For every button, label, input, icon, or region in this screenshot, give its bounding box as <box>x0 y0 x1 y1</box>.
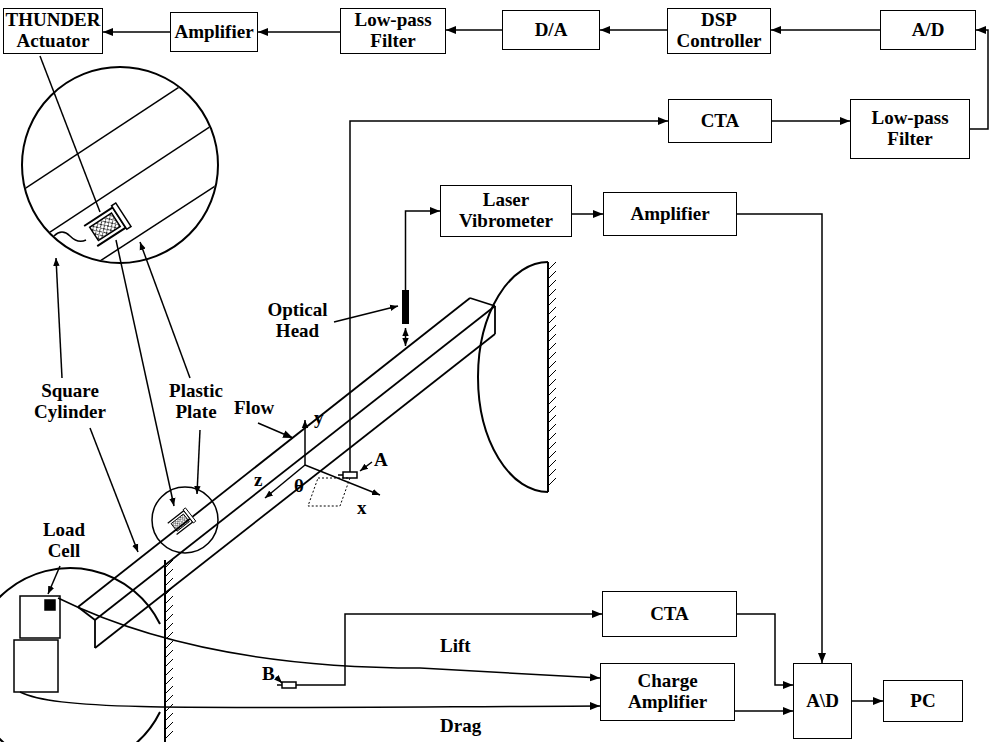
signal-label: Lift <box>440 636 471 657</box>
signal-arrow <box>258 31 340 33</box>
axis-label: z <box>254 470 262 491</box>
load-cell <box>14 596 60 692</box>
wires-and-leaders <box>20 56 668 708</box>
axis-label: x <box>357 498 367 519</box>
signal-arrow <box>735 710 793 712</box>
end-wall-right <box>478 262 556 492</box>
box-text: CTA <box>701 111 740 132</box>
signal-arrow <box>771 29 880 31</box>
box-text: DSP Controller <box>673 10 765 52</box>
box-text: Low-pass Filter <box>856 108 964 150</box>
box-text: Laser Vibrometer <box>446 190 566 232</box>
process-box: Amplifier <box>603 192 737 236</box>
box-text: CTA <box>650 604 689 625</box>
box-text: THUNDER Actuator <box>6 10 101 52</box>
probe-label: Optical Head <box>250 300 345 342</box>
axis-label: y <box>314 408 324 429</box>
box-text: Amplifier <box>174 22 253 43</box>
process-box: A\D <box>793 663 852 739</box>
box-text: Charge Amplifier <box>606 671 729 713</box>
process-box: Amplifier <box>170 12 258 52</box>
process-box: Low-pass Filter <box>340 8 446 54</box>
small-magnifier <box>152 487 218 553</box>
process-box: THUNDER Actuator <box>3 8 103 54</box>
process-box: CTA <box>668 99 772 143</box>
box-text: A/D <box>912 20 945 41</box>
signal-arrow <box>852 700 883 702</box>
box-text: PC <box>910 691 935 712</box>
process-box: Charge Amplifier <box>600 663 735 721</box>
signal-arrow <box>737 214 822 663</box>
box-text: A\D <box>806 691 839 712</box>
box-text: D/A <box>535 20 568 41</box>
box-text: Low-pass Filter <box>346 10 440 52</box>
flow-label: Flow <box>234 398 274 419</box>
signal-arrow <box>103 31 170 33</box>
process-box: CTA <box>602 591 737 637</box>
probe-label: A <box>374 450 388 471</box>
signal-arrow <box>772 120 850 122</box>
process-box: A/D <box>880 10 976 50</box>
process-box: D/A <box>502 10 600 50</box>
probe-label: B <box>262 664 275 685</box>
optical-head <box>402 290 409 346</box>
process-box: Low-pass Filter <box>850 99 970 159</box>
process-box: PC <box>883 680 963 722</box>
box-text: Amplifier <box>630 204 709 225</box>
signal-arrow <box>737 614 793 685</box>
process-box: DSP Controller <box>667 8 771 54</box>
signal-arrow <box>600 29 667 31</box>
process-box: Laser Vibrometer <box>440 185 572 237</box>
signal-arrow <box>446 29 502 31</box>
magnified-view <box>0 47 240 300</box>
end-wall-left <box>0 560 173 742</box>
part-label: Plastic Plate <box>160 381 232 423</box>
part-label: Square Cylinder <box>25 381 115 423</box>
signal-arrow <box>572 213 603 215</box>
part-label: Load Cell <box>28 520 100 562</box>
angle-label: θ <box>294 476 304 497</box>
signal-label: Drag <box>440 716 481 737</box>
